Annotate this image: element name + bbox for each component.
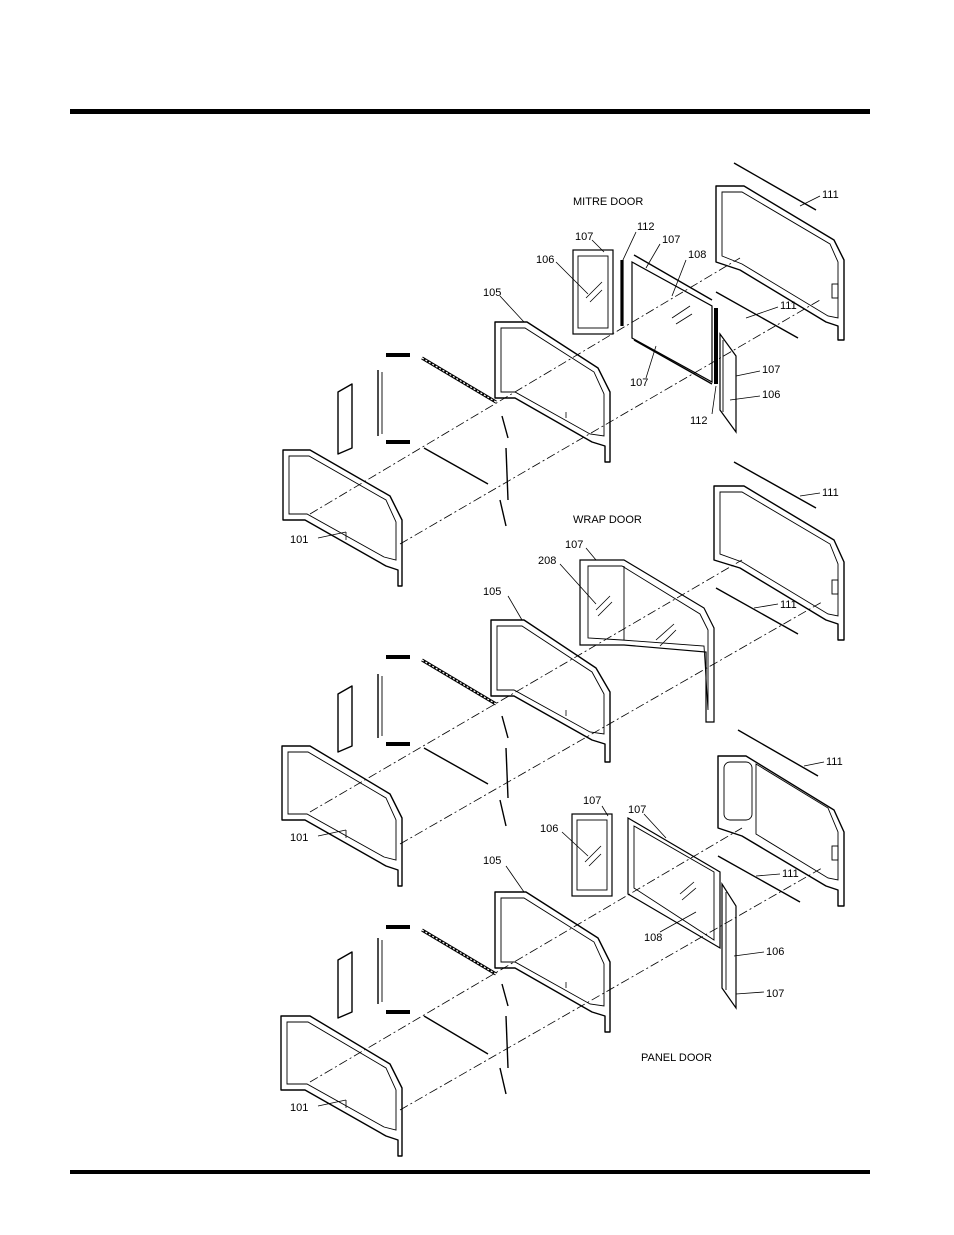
callout-101: 101 [290, 1102, 308, 1114]
base-frame-101 [283, 450, 402, 586]
door-frame-105 [495, 892, 610, 1032]
callout-107: 107 [628, 804, 646, 816]
callout-106: 106 [536, 254, 554, 266]
callout-107: 107 [583, 795, 601, 807]
callout-107: 107 [762, 364, 780, 376]
callout-101: 101 [290, 832, 308, 844]
callout-108: 108 [688, 249, 706, 261]
panel-glass-108 [628, 818, 720, 948]
callout-105: 105 [483, 287, 501, 299]
callout-111: 111 [822, 189, 839, 201]
callout-106: 106 [766, 946, 784, 958]
mitre-door-title: MITRE DOOR [573, 196, 643, 208]
side-glass-106 [720, 334, 736, 432]
glass-108 [632, 255, 712, 384]
callout-107: 107 [575, 231, 593, 243]
callout-105: 105 [483, 586, 501, 598]
callout-111: 111 [782, 868, 799, 880]
base-frame-101 [282, 746, 402, 886]
callout-105: 105 [483, 855, 501, 867]
wrap-glass-208 [580, 560, 714, 722]
callout-107: 107 [766, 988, 784, 1000]
callout-107: 107 [662, 234, 680, 246]
wrap-door-assembly [282, 462, 844, 886]
callout-208: 208 [538, 555, 556, 567]
bracket-set [338, 927, 508, 1094]
callout-106: 106 [762, 389, 780, 401]
callout-101: 101 [290, 534, 308, 546]
wrap-door-title: WRAP DOOR [573, 514, 642, 526]
callout-111: 111 [780, 300, 797, 312]
base-frame-101 [281, 1016, 402, 1156]
callout-111: 111 [826, 756, 843, 768]
callout-107: 107 [630, 377, 648, 389]
callout-111: 111 [780, 599, 797, 611]
callout-112: 112 [690, 415, 708, 427]
small-glass-106 [572, 814, 612, 896]
side-glass-106 [722, 884, 736, 1008]
callout-107: 107 [565, 539, 583, 551]
mitre-door-assembly [283, 163, 844, 586]
panel-door-assembly [281, 730, 844, 1156]
callout-108: 108 [644, 932, 662, 944]
callout-112: 112 [637, 221, 655, 233]
small-glass-106 [573, 250, 613, 334]
callout-111: 111 [822, 487, 839, 499]
bracket-set [338, 657, 508, 826]
bracket-set [338, 355, 508, 526]
door-frame-105 [495, 322, 610, 462]
panel-door-title: PANEL DOOR [641, 1052, 712, 1064]
callout-106: 106 [540, 823, 558, 835]
